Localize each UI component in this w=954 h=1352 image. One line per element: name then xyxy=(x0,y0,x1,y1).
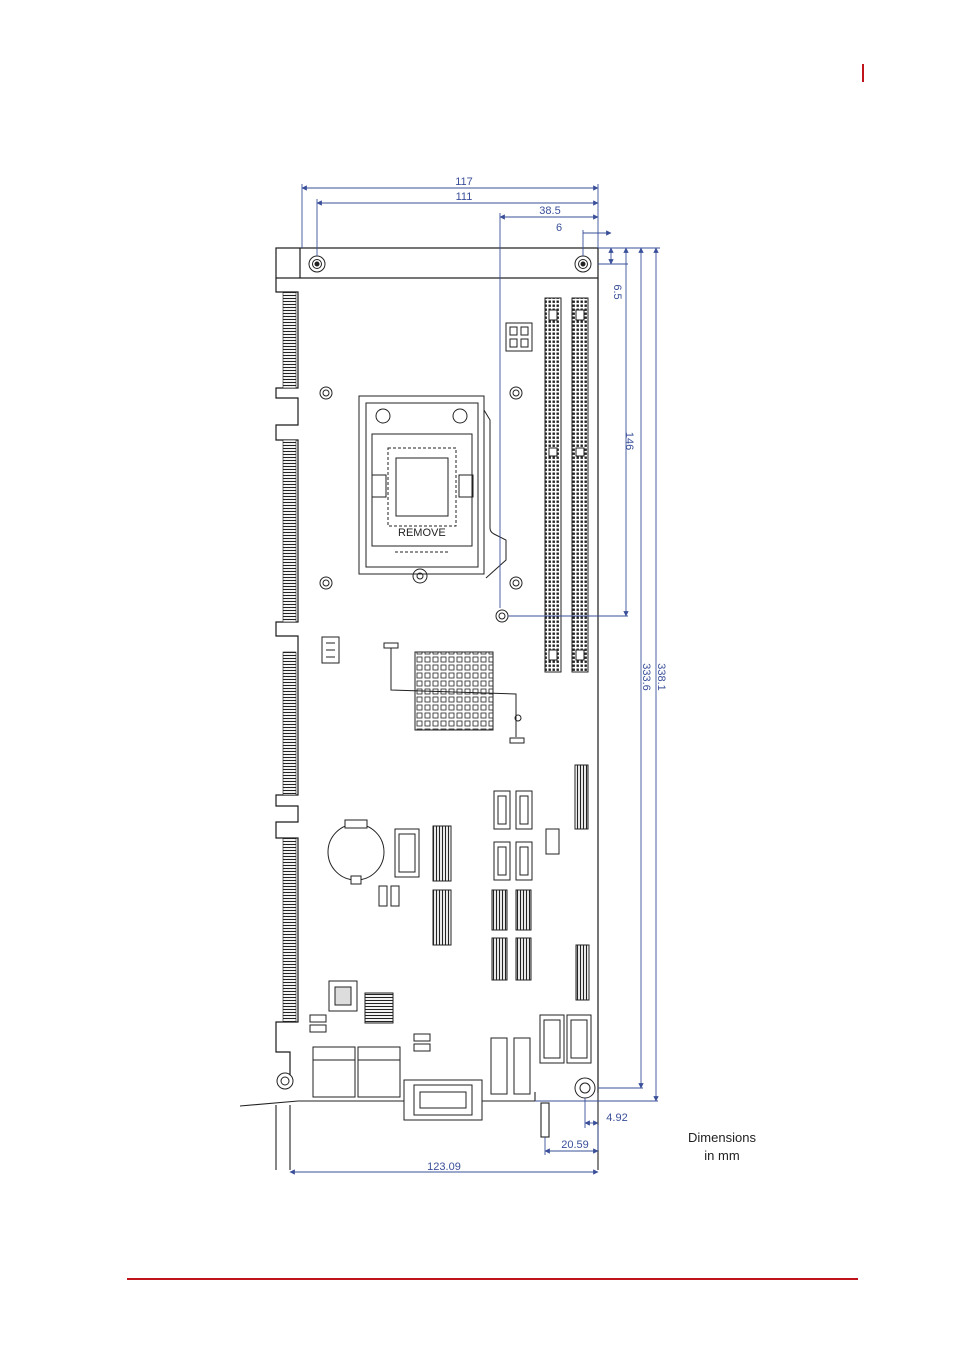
rear-io xyxy=(312,1046,483,1121)
dim-width-123-09: 123.09 xyxy=(427,1161,461,1173)
standoff-holes xyxy=(319,386,523,623)
dimm-slots xyxy=(544,297,589,673)
box-headers xyxy=(394,825,532,981)
pin-header-right-mid xyxy=(575,944,590,1001)
mounting-hole-top-right xyxy=(574,255,592,273)
dim-width-4-92: 4.92 xyxy=(606,1112,627,1124)
dim-width-20-59: 20.59 xyxy=(561,1139,589,1151)
io-bracket xyxy=(239,1092,599,1170)
edge-connector xyxy=(282,291,297,1023)
sata-connectors xyxy=(493,790,560,881)
chipset xyxy=(383,642,525,744)
dim-width-117: 117 xyxy=(455,176,473,188)
dim-height-333-6: 333.6 xyxy=(640,663,652,691)
socket-label: REMOVE xyxy=(398,527,446,539)
jumpers xyxy=(309,885,431,1052)
usb-headers xyxy=(490,1014,592,1095)
dim-width-38-5: 38.5 xyxy=(539,205,560,217)
board-outline xyxy=(275,247,599,1093)
power-connector xyxy=(505,322,533,352)
caption-line-2: in mm xyxy=(704,1148,740,1163)
dim-height-146: 146 xyxy=(623,432,635,450)
mounting-hole-bottom xyxy=(276,1072,596,1099)
dimension-lines xyxy=(289,184,660,1175)
caption-line-1: Dimensions xyxy=(688,1130,756,1145)
cpu-socket xyxy=(358,395,507,584)
dimensions-caption: Dimensions in mm xyxy=(662,1129,782,1165)
ic-chips xyxy=(328,980,394,1024)
footer-rule xyxy=(127,1278,858,1280)
battery-cr2032 xyxy=(327,819,385,885)
header-marker xyxy=(862,64,864,82)
dim-height-338-1: 338.1 xyxy=(655,663,667,691)
dim-width-111: 111 xyxy=(456,191,473,203)
dim-height-6-5: 6.5 xyxy=(611,284,623,299)
pin-header-right-top xyxy=(574,764,589,830)
dim-width-6: 6 xyxy=(556,222,562,234)
fan-header xyxy=(321,636,340,664)
